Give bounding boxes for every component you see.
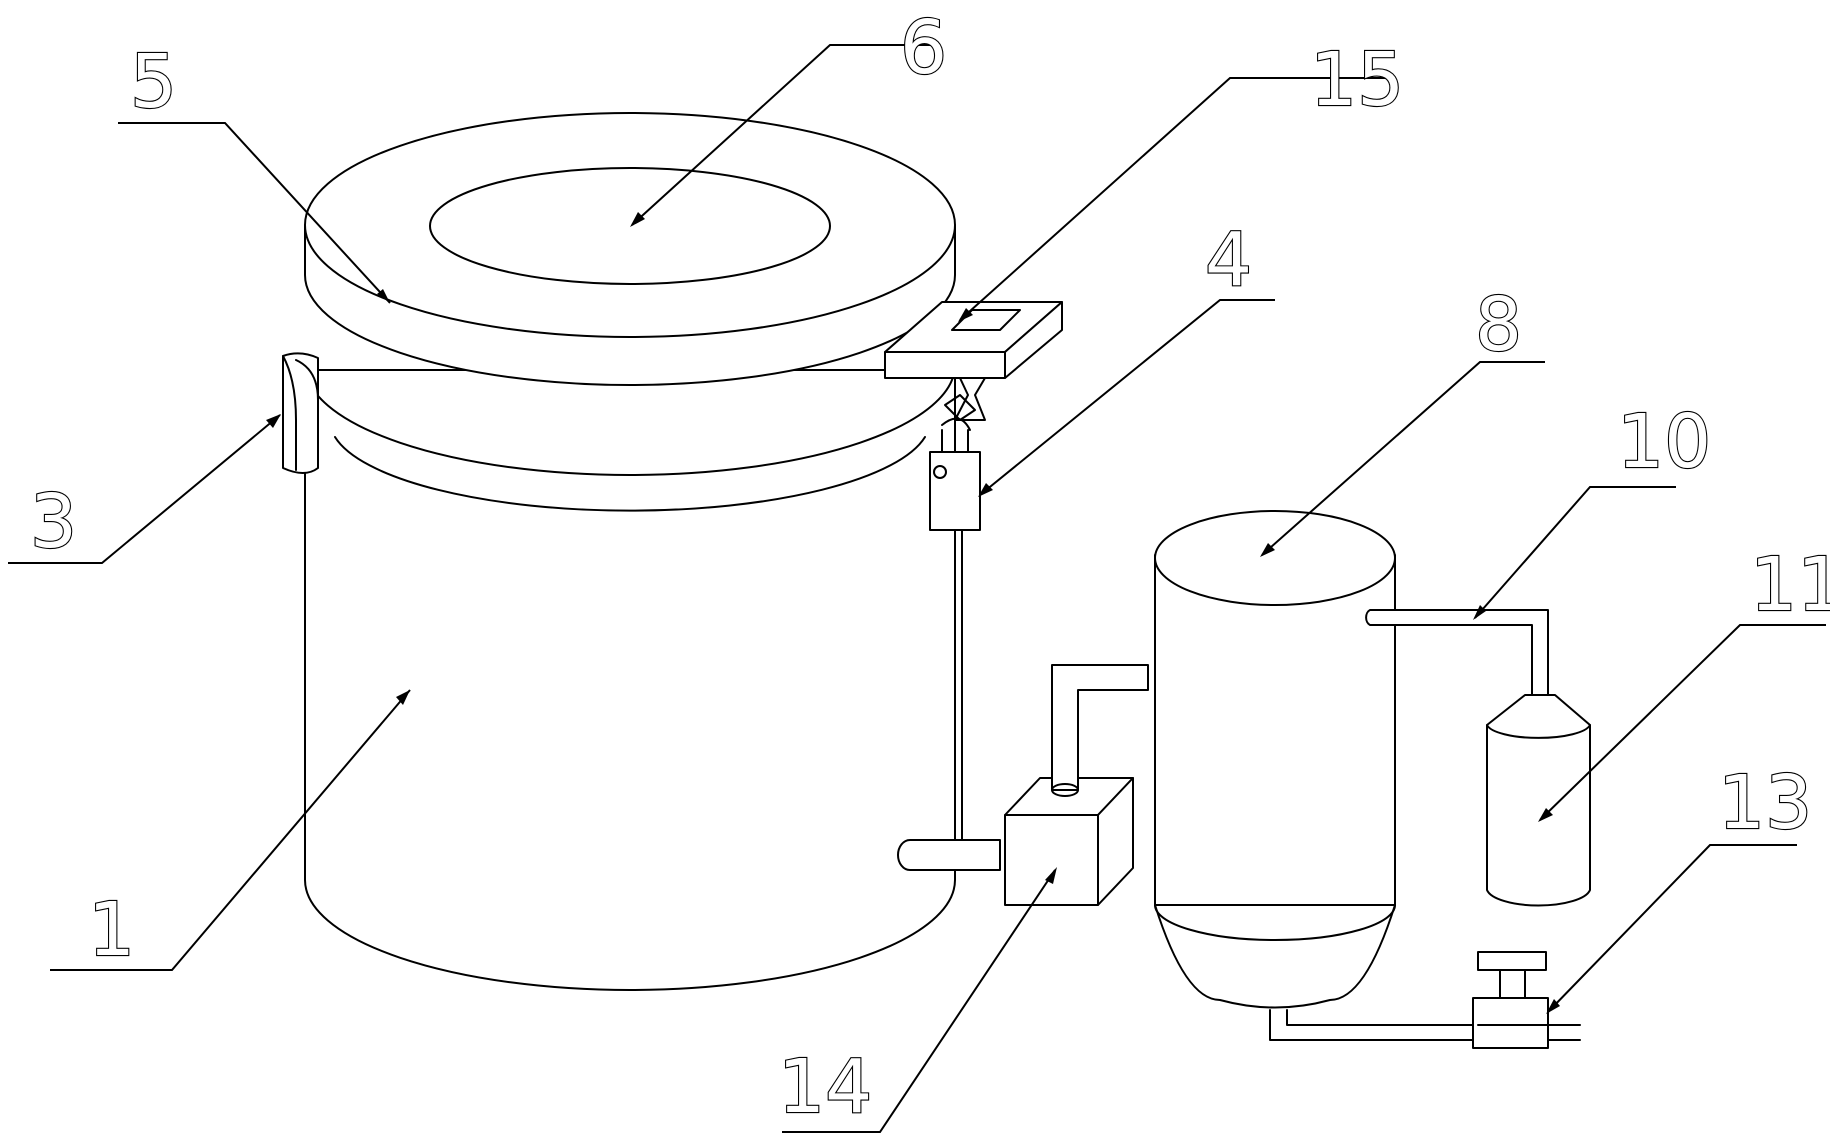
tank bbox=[1154, 510, 1396, 1009]
label-15: 15 bbox=[1310, 37, 1404, 123]
label-1: 1 bbox=[88, 887, 135, 973]
label-6: 6 bbox=[900, 5, 947, 91]
arrowhead-10 bbox=[1473, 605, 1486, 620]
label-11: 11 bbox=[1750, 542, 1830, 628]
reference-numerals: 1 3 4 5 6 8 10 11 13 14 15 bbox=[29, 4, 1830, 1131]
arrowhead-13 bbox=[1546, 999, 1560, 1014]
arrowhead-1 bbox=[396, 690, 410, 705]
label-4: 4 bbox=[1205, 217, 1252, 303]
arrowhead-4 bbox=[978, 483, 993, 497]
side-handle bbox=[282, 352, 319, 474]
padlock bbox=[929, 377, 986, 841]
lid bbox=[304, 112, 956, 476]
leader-lines bbox=[8, 44, 1826, 1133]
arrowhead-11 bbox=[1538, 808, 1553, 822]
collection-bottle bbox=[1486, 694, 1591, 907]
drain-valve bbox=[1269, 951, 1581, 1049]
pump-unit bbox=[897, 664, 1149, 906]
main-barrel bbox=[304, 369, 956, 991]
label-10: 10 bbox=[1617, 399, 1711, 485]
lid-window bbox=[429, 167, 831, 285]
label-5: 5 bbox=[130, 39, 177, 125]
label-14: 14 bbox=[778, 1044, 872, 1130]
arrowhead-3 bbox=[266, 414, 281, 428]
arrowhead-8 bbox=[1260, 543, 1275, 557]
label-3: 3 bbox=[30, 479, 77, 565]
arrowhead-15 bbox=[958, 308, 973, 322]
arrowhead-5 bbox=[377, 289, 390, 303]
label-8: 8 bbox=[1475, 282, 1522, 368]
arrowhead-14 bbox=[1045, 867, 1057, 884]
label-13: 13 bbox=[1718, 760, 1812, 846]
latch-bracket bbox=[884, 301, 1063, 379]
arrowhead-6 bbox=[630, 212, 645, 227]
